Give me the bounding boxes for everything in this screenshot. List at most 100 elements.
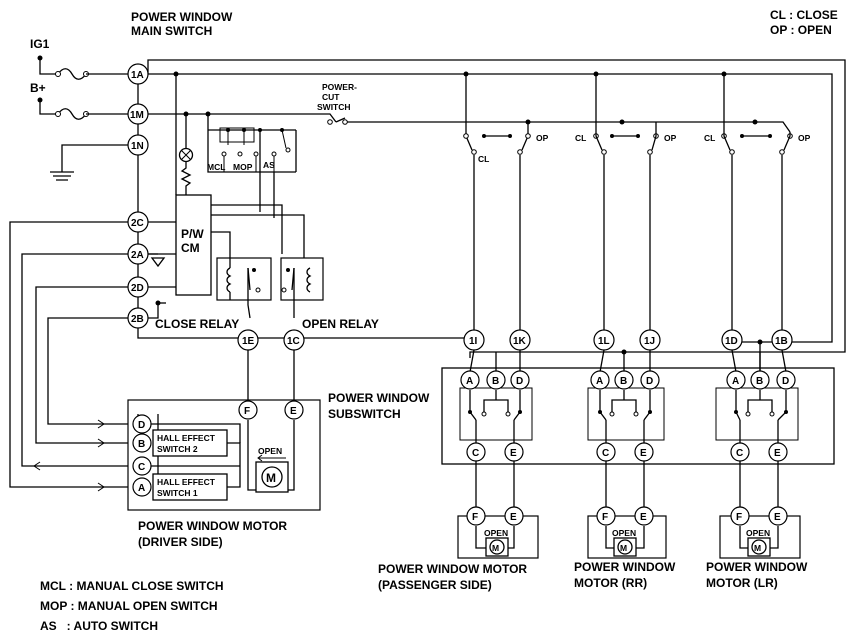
rr-motor-title-2: MOTOR (RR) bbox=[574, 576, 647, 590]
lr-motor: M OPEN bbox=[719, 515, 801, 559]
driver-open-label: OPEN bbox=[258, 446, 282, 456]
lr-motor-title-2: MOTOR (LR) bbox=[706, 576, 778, 590]
pm-pin-f: F bbox=[472, 512, 478, 523]
mcl-mop-as-switch: MCL MOP AS bbox=[207, 114, 297, 173]
rr-pin-e: E bbox=[640, 512, 647, 523]
pin-1b: 1B bbox=[775, 336, 788, 347]
pin-2c: 2C bbox=[131, 218, 144, 229]
lr-motor-title-1: POWER WINDOW bbox=[706, 560, 808, 574]
close-relay-label: CLOSE RELAY bbox=[155, 317, 239, 331]
pwcm-label-2: CM bbox=[181, 241, 200, 255]
subswitch-title-1: POWER WINDOW bbox=[328, 391, 430, 405]
pin-2d: 2D bbox=[131, 283, 144, 294]
main-switch-title-2: MAIN SWITCH bbox=[131, 24, 212, 38]
legend-close: CL : CLOSE bbox=[770, 8, 838, 22]
hall-effect-switch-1 bbox=[152, 473, 228, 501]
pin-2a: 2A bbox=[131, 250, 144, 261]
pin-1c: 1C bbox=[287, 336, 300, 347]
lr-motor-m: M bbox=[754, 543, 761, 553]
pin-1i: 1I bbox=[469, 336, 478, 347]
pass-op-label: OP bbox=[536, 133, 549, 143]
pin-1a: 1A bbox=[131, 70, 144, 81]
subswitch-box bbox=[441, 367, 835, 465]
ss1-pin-e: E bbox=[510, 448, 517, 459]
pin-1e: 1E bbox=[242, 336, 255, 347]
indicator-lamp bbox=[178, 114, 194, 195]
power-cut-label-3: SWITCH bbox=[317, 102, 351, 112]
ss1-pin-a: A bbox=[466, 376, 473, 387]
ss1-pin-b: B bbox=[492, 376, 499, 387]
pm-pin-e: E bbox=[510, 512, 517, 523]
pass-motor-title-1: POWER WINDOW MOTOR bbox=[378, 562, 527, 576]
drv-pin-b: B bbox=[138, 439, 145, 450]
lr-pin-f: F bbox=[736, 512, 742, 523]
hall2-label-2: SWITCH 2 bbox=[157, 444, 198, 454]
ss2-pin-a: A bbox=[596, 376, 603, 387]
mop-label: MOP bbox=[233, 162, 253, 172]
drv-pin-f: F bbox=[244, 406, 250, 417]
subswitch-passenger-inner bbox=[459, 387, 533, 444]
pin-1m: 1M bbox=[130, 110, 144, 121]
power-cut-label-1: POWER- bbox=[322, 82, 357, 92]
ss2-pin-d: D bbox=[646, 376, 653, 387]
open-relay bbox=[280, 257, 324, 318]
hall1-label-2: SWITCH 1 bbox=[157, 488, 198, 498]
as-label: AS bbox=[263, 160, 275, 170]
ss2-pin-c: C bbox=[602, 448, 609, 459]
main-switch-title-1: POWER WINDOW bbox=[131, 10, 233, 24]
driver-motor-m: M bbox=[266, 471, 276, 485]
rr-open-label: OPEN bbox=[612, 528, 636, 538]
ig1-input bbox=[37, 55, 128, 80]
driver-motor: HALL EFFECT SWITCH 2 HALL EFFECT SWITCH … bbox=[127, 399, 321, 511]
ground-symbol bbox=[50, 144, 128, 181]
main-switch-rr: CL OP bbox=[575, 122, 677, 330]
ss3-pin-d: D bbox=[782, 376, 789, 387]
pass-cl-label: CL bbox=[478, 154, 489, 164]
lr-pin-e: E bbox=[774, 512, 781, 523]
pass-open-label: OPEN bbox=[484, 528, 508, 538]
connector-pins: 1A 1M 1N 2C 2A 2D 2B 1E 1C 1I 1K 1L 1J 1… bbox=[127, 63, 796, 526]
close-relay bbox=[216, 257, 272, 319]
rr-pin-f: F bbox=[602, 512, 608, 523]
lr-open-label: OPEN bbox=[746, 528, 770, 538]
ig1-label: IG1 bbox=[30, 37, 50, 51]
subswitch-rr-inner bbox=[587, 387, 665, 444]
hall1-label-1: HALL EFFECT bbox=[157, 477, 216, 487]
rr-motor-title-1: POWER WINDOW bbox=[574, 560, 676, 574]
subswitch-title-2: SUBSWITCH bbox=[328, 407, 401, 421]
open-relay-label: OPEN RELAY bbox=[302, 317, 379, 331]
ss3-pin-a: A bbox=[732, 376, 739, 387]
ss3-pin-e: E bbox=[774, 448, 781, 459]
pwcm-label-1: P/W bbox=[181, 227, 204, 241]
main-switch-passenger: CL OP bbox=[463, 122, 549, 330]
pin-2b: 2B bbox=[131, 314, 144, 325]
legend-mop: MOP : MANUAL OPEN SWITCH bbox=[40, 599, 218, 613]
ss2-pin-b: B bbox=[620, 376, 627, 387]
rr-motor-m: M bbox=[620, 543, 627, 553]
mcl-label: MCL bbox=[207, 162, 225, 172]
bplus-input bbox=[37, 97, 128, 120]
pin-1n: 1N bbox=[131, 141, 144, 152]
bplus-label: B+ bbox=[30, 81, 46, 95]
legend-open: OP : OPEN bbox=[770, 23, 832, 37]
passenger-motor: M OPEN bbox=[457, 515, 539, 559]
pin-1k: 1K bbox=[513, 336, 527, 347]
pin-1j: 1J bbox=[644, 336, 655, 347]
ss3-pin-b: B bbox=[756, 376, 763, 387]
ss3-pin-c: C bbox=[736, 448, 743, 459]
pass-motor-m: M bbox=[492, 543, 499, 553]
pin-1d: 1D bbox=[725, 336, 738, 347]
rr-op-label: OP bbox=[664, 133, 677, 143]
pass-motor-title-2: (PASSENGER SIDE) bbox=[378, 578, 492, 592]
ss1-pin-c: C bbox=[472, 448, 479, 459]
legend-as: AS : AUTO SWITCH bbox=[40, 619, 158, 633]
hall2-label-1: HALL EFFECT bbox=[157, 433, 216, 443]
lr-cl-label: CL bbox=[704, 133, 715, 143]
drv-pin-c: C bbox=[138, 462, 145, 473]
drv-pin-e: E bbox=[290, 406, 297, 417]
driver-motor-title-2: (DRIVER SIDE) bbox=[138, 535, 223, 549]
main-switch-lr: CL OP bbox=[704, 128, 811, 330]
driver-motor-title-1: POWER WINDOW MOTOR bbox=[138, 519, 287, 533]
